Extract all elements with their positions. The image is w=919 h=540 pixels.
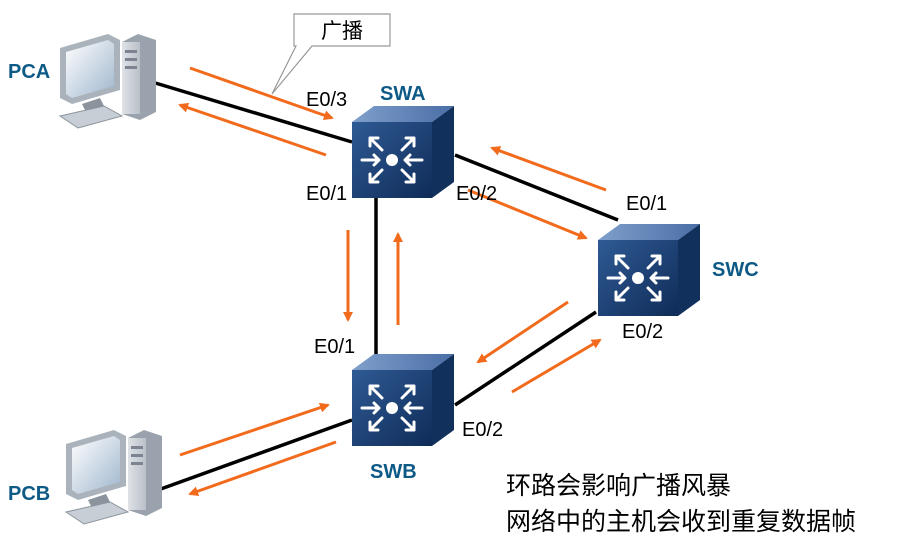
switch-icon (596, 222, 702, 318)
link-swc-swb (454, 310, 597, 407)
caption-line-2: 网络中的主机会收到重复数据帧 (506, 507, 856, 536)
pca-device (59, 33, 157, 129)
link-swa-swc (454, 153, 619, 222)
arrow-pcb-to-swb (179, 402, 330, 457)
arrow-pca-to-swa (189, 66, 334, 121)
arrow-swb-to-pcb (188, 440, 337, 497)
arrow-swb-to-swc (511, 338, 602, 394)
caption-line-1: 环路会影响广播风暴 (506, 471, 731, 500)
port-label-swa-e03: E0/3 (306, 89, 347, 111)
swc-device (596, 222, 702, 318)
links (151, 80, 619, 492)
switch-icon (350, 352, 456, 448)
swb-label: SWB (370, 461, 417, 483)
link-pca-swa (151, 80, 353, 144)
pcb-label: PCB (8, 483, 50, 505)
arrow-swc-to-swb (476, 300, 569, 364)
swa-label: SWA (380, 83, 426, 105)
pca-label: PCA (8, 61, 50, 83)
port-label-swc-e02: E0/2 (622, 321, 663, 343)
port-label-swb-e02: E0/2 (462, 419, 503, 441)
broadcast-arrows (178, 66, 607, 497)
link-pcb-swb (157, 418, 353, 492)
arrow-swc-to-swa (490, 146, 607, 192)
port-label-swc-e01: E0/1 (626, 193, 667, 215)
port-label-swa-e01: E0/1 (306, 183, 347, 205)
arrow-swa-to-swc (467, 188, 588, 240)
callout-label: 广播 (321, 19, 363, 43)
swa-device (350, 104, 456, 200)
desktop-pc-icon (59, 33, 157, 129)
pcb-device (65, 429, 163, 525)
arrow-swa-to-pca (178, 102, 327, 157)
swb-device (350, 352, 456, 448)
broadcast-callout: 广播 (271, 13, 391, 95)
switch-icon (350, 104, 456, 200)
swc-label: SWC (712, 259, 759, 281)
desktop-pc-icon (65, 429, 163, 525)
port-label-swb-e01: E0/1 (314, 336, 355, 358)
port-label-swa-e02: E0/2 (456, 183, 497, 205)
